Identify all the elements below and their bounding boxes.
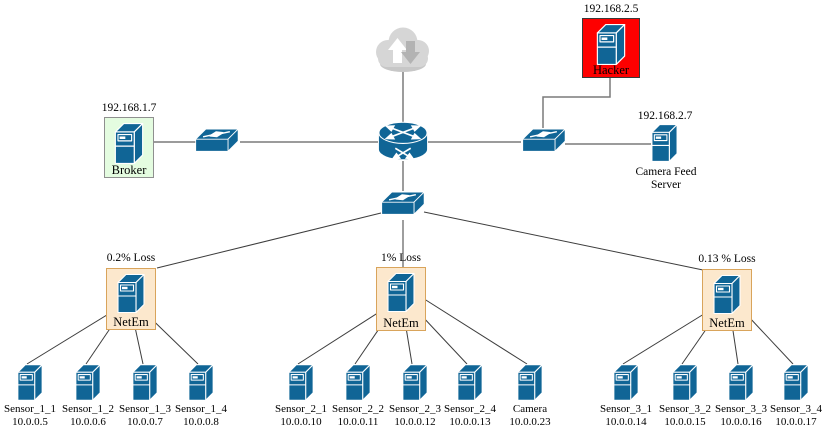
endpoint-ip: 10.0.0.11 <box>337 416 379 428</box>
endpoint-ip: 10.0.0.16 <box>720 416 762 428</box>
endpoint-name: Sensor_3_1 <box>600 403 652 415</box>
hacker-ip-label: 192.168.2.5 <box>583 3 639 15</box>
node-sensor-1-3: Sensor_1_3 10.0.0.7 <box>112 363 178 429</box>
server-icon <box>116 273 146 314</box>
node-switch-broker <box>192 127 240 157</box>
node-netem-2: NetEm <box>376 267 426 331</box>
node-camera: Camera 10.0.0.23 <box>497 363 563 429</box>
node-netem-3: NetEm <box>702 269 752 331</box>
camera-feed-server-ip-label: 192.168.2.7 <box>637 110 693 122</box>
node-sensor-1-4: Sensor_1_4 10.0.0.8 <box>168 363 234 429</box>
broker-ip-label: 192.168.1.7 <box>101 102 157 114</box>
hacker-label: Hacker <box>592 63 630 77</box>
switch-icon <box>192 127 240 157</box>
node-sensor-2-4: Sensor_2_4 10.0.0.13 <box>437 363 503 429</box>
node-switch-hacker <box>519 127 567 157</box>
camera-feed-server-label: Camera Feed Server <box>636 166 697 192</box>
endpoint-ip: 10.0.0.10 <box>280 416 322 428</box>
endpoint-ip: 10.0.0.8 <box>183 416 219 428</box>
node-sensor-3-3: Sensor_3_3 10.0.0.16 <box>708 363 774 429</box>
server-icon <box>727 363 755 402</box>
server-icon <box>650 123 679 163</box>
link-switch-netem3 <box>423 211 704 271</box>
endpoint-name: Sensor_3_4 <box>770 403 822 415</box>
server-icon <box>671 363 699 402</box>
netem3-label: NetEm <box>709 316 745 330</box>
node-sensor-3-4: Sensor_3_4 10.0.0.17 <box>763 363 829 429</box>
server-icon <box>287 363 315 402</box>
endpoint-ip: 10.0.0.5 <box>12 416 48 428</box>
node-hacker: Hacker <box>582 18 640 78</box>
endpoint-ip: 10.0.0.13 <box>449 416 491 428</box>
server-icon <box>386 272 416 313</box>
endpoint-ip: 10.0.0.12 <box>394 416 436 428</box>
server-icon <box>187 363 215 402</box>
endpoint-name: Sensor_2_4 <box>444 403 496 415</box>
netem1-loss-label: 0.2% Loss <box>106 252 156 264</box>
cloud-updown-arrows-icon <box>372 26 434 74</box>
node-switch-distribution <box>378 190 426 220</box>
endpoint-name: Sensor_2_2 <box>332 403 384 415</box>
netem3-loss-label: 0.13 % Loss <box>698 253 756 265</box>
link-netem2-camera <box>409 289 528 365</box>
link-hacker-switch <box>542 78 611 128</box>
router-icon <box>377 120 429 163</box>
node-sensor-2-2: Sensor_2_2 10.0.0.11 <box>325 363 391 429</box>
server-icon <box>16 363 44 402</box>
node-sensor-1-2: Sensor_1_2 10.0.0.6 <box>55 363 121 429</box>
server-icon <box>782 363 810 402</box>
link-switch-netem1 <box>156 212 382 269</box>
switch-icon <box>378 190 426 220</box>
endpoint-ip: 10.0.0.6 <box>70 416 106 428</box>
server-icon <box>113 122 145 165</box>
broker-label: Broker <box>111 163 147 177</box>
endpoint-name: Sensor_3_2 <box>659 403 711 415</box>
endpoint-name: Sensor_1_4 <box>175 403 227 415</box>
server-icon <box>344 363 372 402</box>
endpoint-ip: 10.0.0.7 <box>127 416 163 428</box>
endpoint-ip: 10.0.0.23 <box>509 416 551 428</box>
node-broker: Broker <box>104 117 154 178</box>
node-internet-cloud <box>372 26 434 74</box>
node-core-router <box>377 120 429 163</box>
endpoint-name: Sensor_3_3 <box>715 403 767 415</box>
endpoint-name: Sensor_1_1 <box>4 403 56 415</box>
endpoint-name: Sensor_1_3 <box>119 403 171 415</box>
endpoint-ip: 10.0.0.17 <box>775 416 817 428</box>
netem1-label: NetEm <box>113 315 149 329</box>
endpoint-name: Sensor_1_2 <box>62 403 114 415</box>
server-icon <box>456 363 484 402</box>
server-icon <box>74 363 102 402</box>
node-sensor-2-3: Sensor_2_3 10.0.0.12 <box>382 363 448 429</box>
node-camera-feed-server <box>650 123 679 163</box>
netem2-loss-label: 1% Loss <box>381 252 421 264</box>
node-sensor-2-1: Sensor_2_1 10.0.0.10 <box>268 363 334 429</box>
switch-icon <box>519 127 567 157</box>
server-icon <box>712 274 742 315</box>
endpoint-name: Camera <box>512 403 548 415</box>
server-icon <box>612 363 640 402</box>
node-sensor-1-1: Sensor_1_1 10.0.0.5 <box>0 363 63 429</box>
endpoint-name: Sensor_2_3 <box>389 403 441 415</box>
server-icon <box>516 363 544 402</box>
netem2-label: NetEm <box>383 316 419 330</box>
endpoint-ip: 10.0.0.15 <box>664 416 706 428</box>
node-netem-1: NetEm <box>106 268 156 330</box>
server-icon <box>401 363 429 402</box>
camera-feed-server-label-line1: Camera Feed <box>635 166 697 178</box>
camera-feed-server-label-line2: Server <box>650 179 681 191</box>
endpoint-name: Sensor_2_1 <box>275 403 327 415</box>
endpoint-ip: 10.0.0.14 <box>605 416 647 428</box>
server-icon <box>595 23 627 66</box>
node-sensor-3-1: Sensor_3_1 10.0.0.14 <box>593 363 659 429</box>
node-sensor-3-2: Sensor_3_2 10.0.0.15 <box>652 363 718 429</box>
server-icon <box>131 363 159 402</box>
